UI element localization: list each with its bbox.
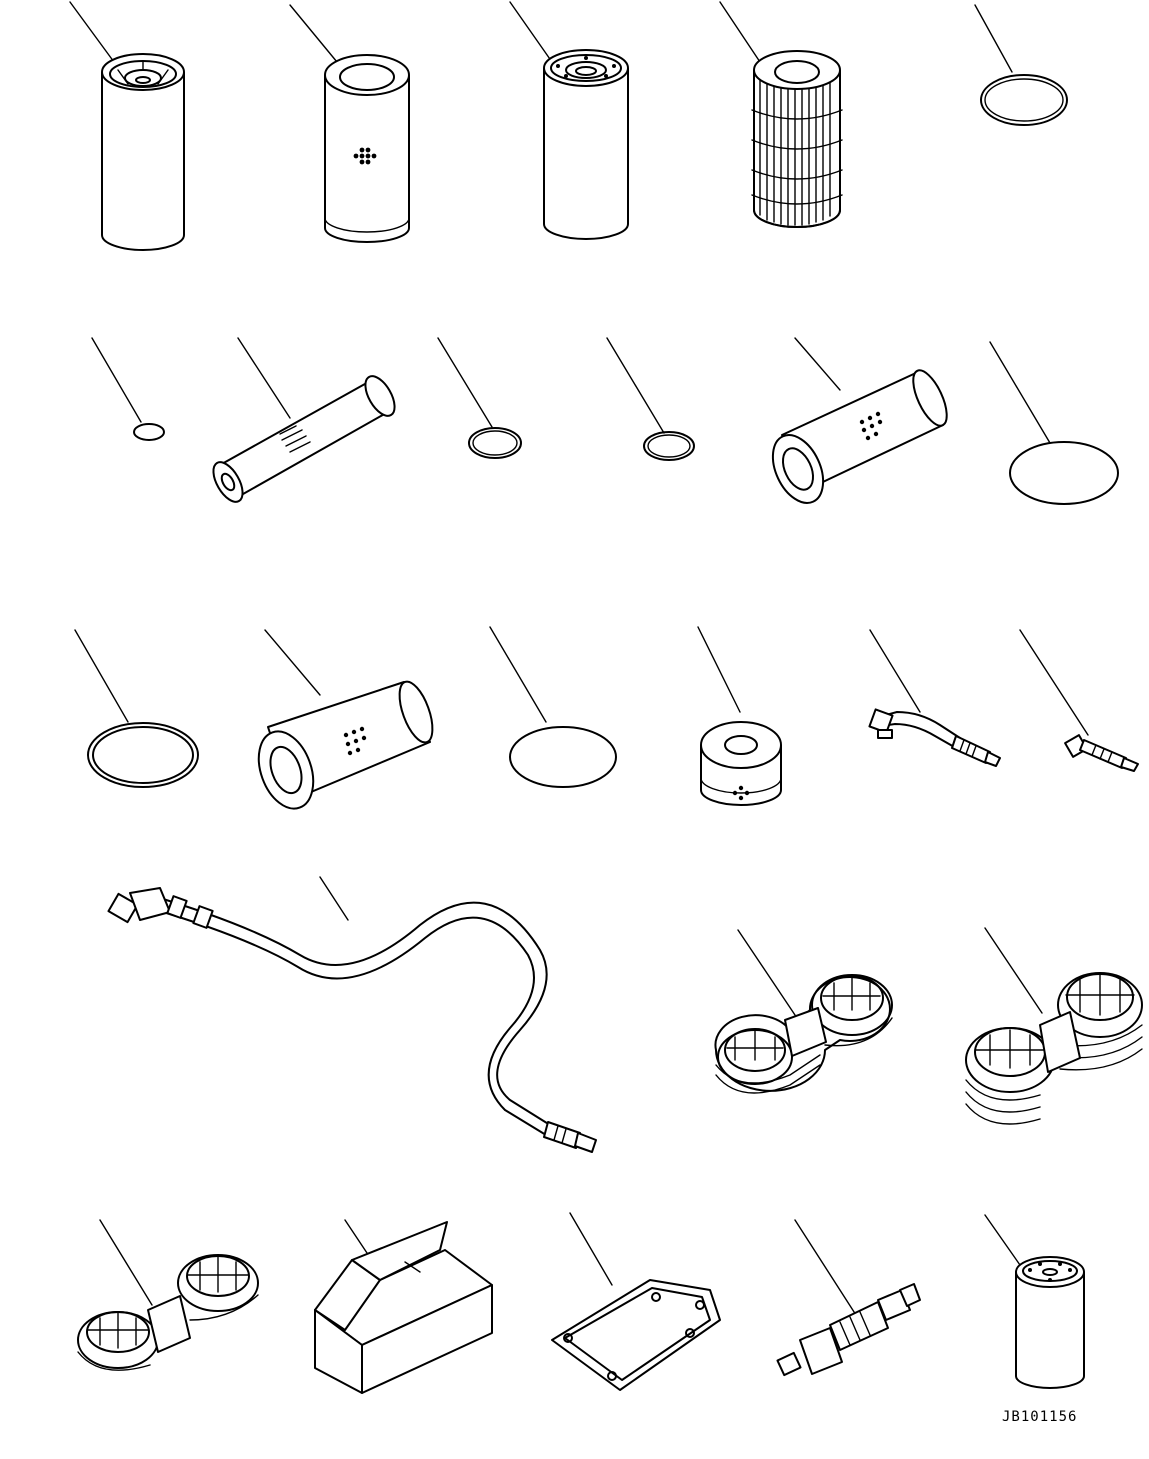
filter-element-horizontal-b bbox=[257, 680, 434, 810]
leader-lines bbox=[69, 1, 1089, 1316]
spin-on-filter-threaded bbox=[543, 49, 629, 240]
filter-wrench-single bbox=[77, 1254, 259, 1371]
filter-element-horizontal-long bbox=[212, 375, 396, 503]
o-ring-thick bbox=[87, 722, 199, 788]
sensor-with-harness-short bbox=[868, 708, 1001, 767]
gasket-plate bbox=[551, 1279, 721, 1391]
cartridge-filter-top-open bbox=[101, 53, 185, 251]
sensor-with-connector bbox=[1064, 734, 1139, 772]
parts-box bbox=[314, 1221, 493, 1394]
spin-on-filter-small bbox=[1015, 1256, 1085, 1389]
filter-wrench-double-wide bbox=[965, 972, 1143, 1125]
short-filter-element bbox=[700, 721, 782, 806]
temperature-sensor bbox=[776, 1283, 921, 1377]
o-ring-medium-a bbox=[468, 427, 522, 459]
sensor-with-harness-long bbox=[107, 887, 597, 1153]
pleated-filter-element bbox=[751, 50, 843, 228]
filter-element-horizontal bbox=[771, 369, 948, 504]
figure-id-label: JB101156 bbox=[1002, 1409, 1078, 1425]
o-ring-large bbox=[980, 74, 1068, 126]
filter-wrench-double bbox=[714, 974, 893, 1094]
o-ring-wide bbox=[1009, 441, 1119, 505]
filter-element-plain bbox=[324, 54, 410, 243]
o-ring-thin bbox=[509, 726, 617, 788]
o-ring-medium-b bbox=[643, 431, 695, 461]
o-ring-small bbox=[133, 423, 165, 441]
